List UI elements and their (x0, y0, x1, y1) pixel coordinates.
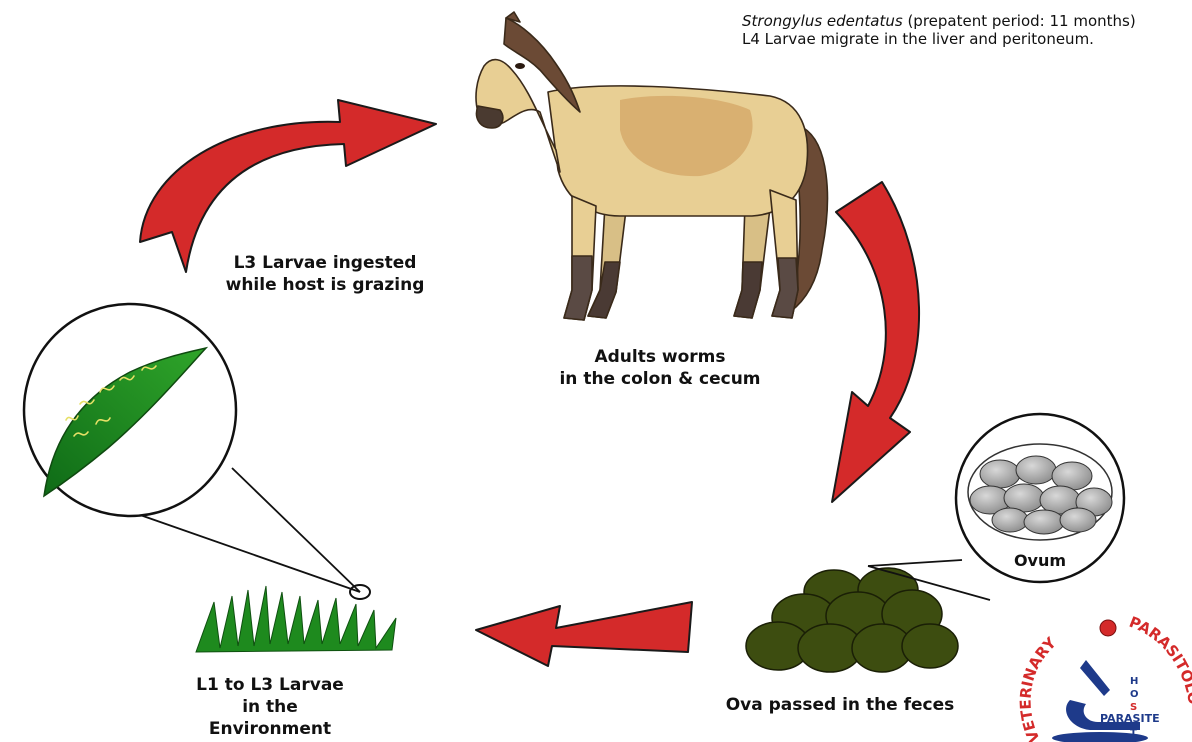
grass-tuft (196, 586, 396, 652)
parasite-host-logo: VETERINARY PARASITOLO PARASITE H O S T (1017, 613, 1192, 742)
label-environment: L1 to L3 Larvae in the Environment (160, 674, 380, 740)
label-adults: Adults worms in the colon & cecum (540, 346, 780, 390)
label-ingestion-line-1: L3 Larvae ingested (200, 252, 450, 274)
label-environment-line-1: L1 to L3 Larvae (160, 674, 380, 696)
logo-host-h: H (1130, 676, 1138, 687)
logo-host-o: O (1130, 689, 1139, 700)
label-ova: Ova passed in the feces (690, 694, 990, 716)
label-ovum: Ovum (990, 550, 1090, 572)
label-ova-line-1: Ova passed in the feces (690, 694, 990, 716)
horse-host-illustration (476, 12, 827, 320)
migration-note: L4 Larvae migrate in the liver and perit… (742, 30, 1182, 48)
label-ingestion: L3 Larvae ingested while host is grazing (200, 252, 450, 296)
label-environment-line-3: Environment (160, 718, 380, 740)
feces-pile (746, 568, 958, 672)
logo-word: PARASITE (1100, 712, 1160, 725)
arrow-ingestion (140, 100, 436, 272)
label-environment-line-2: in the (160, 696, 380, 718)
label-ingestion-line-2: while host is grazing (200, 274, 450, 296)
arrow-development (476, 602, 692, 666)
logo-globe-icon (1100, 620, 1116, 636)
logo-arc-left-text: VETERINARY (1017, 633, 1061, 742)
label-adults-line-1: Adults worms (540, 346, 780, 368)
label-adults-line-2: in the colon & cecum (540, 368, 780, 390)
logo-host-s: S (1130, 702, 1137, 713)
logo-host-t: T (1130, 728, 1137, 739)
species-name: Strongylus edentatus (742, 12, 903, 30)
prepatent-period: (prepatent period: 11 months) (907, 12, 1135, 30)
arrow-shedding (832, 182, 919, 502)
species-note: Strongylus edentatus (prepatent period: … (742, 12, 1182, 48)
leaf-callout (24, 304, 370, 599)
